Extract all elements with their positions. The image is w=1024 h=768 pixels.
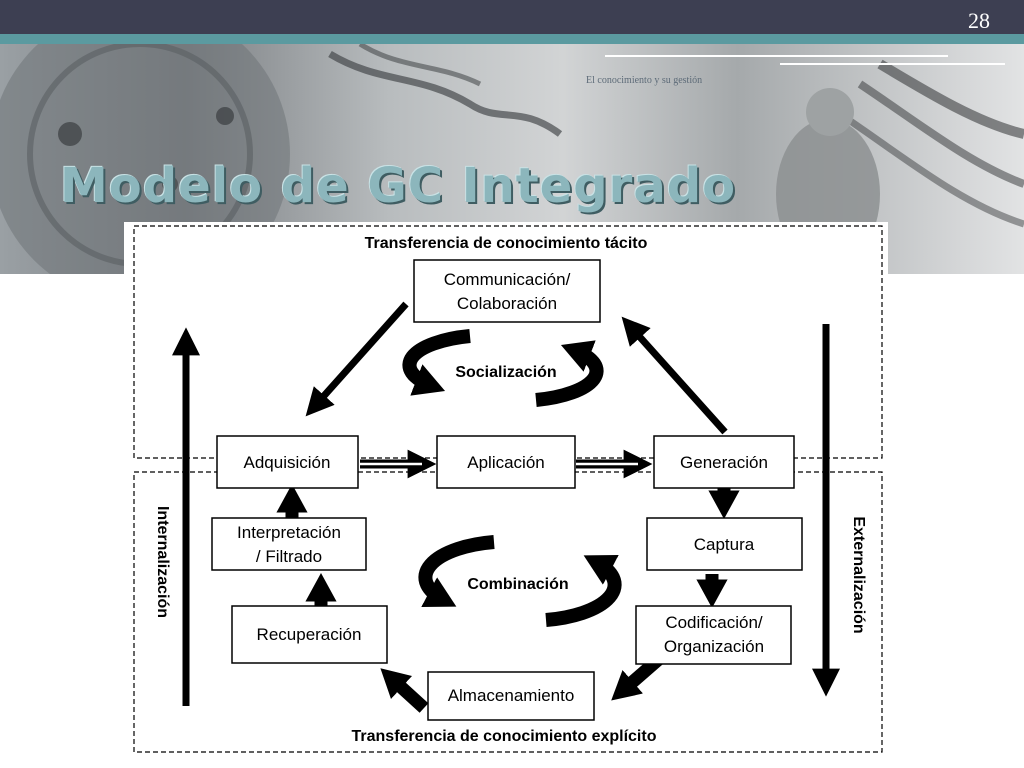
combination-label: Combinación: [467, 576, 568, 593]
svg-text:/ Filtrado: / Filtrado: [256, 547, 322, 566]
svg-text:Interpretación: Interpretación: [237, 523, 341, 542]
box-storage: Almacenamiento: [427, 671, 595, 721]
explicit-region: [133, 471, 883, 753]
knowledge-management-diagram: Transferencia de conocimiento tácito Tra…: [133, 225, 883, 753]
svg-text:Captura: Captura: [694, 535, 755, 554]
explicit-region-label: Transferencia de conocimiento explícito: [352, 728, 657, 745]
box-acquisition: Adquisición: [216, 435, 359, 489]
internalization-label: Internalización: [154, 506, 171, 618]
box-communication: Communicación/ Colaboración: [413, 259, 601, 323]
box-codification: Codificación/ Organización: [635, 605, 792, 665]
slide-number: 28: [968, 8, 990, 33]
arrow-communication-to-acquisition: [305, 301, 409, 417]
top-bar: [0, 0, 1024, 36]
svg-text:Communicación/: Communicación/: [444, 270, 571, 289]
svg-text:Colaboración: Colaboración: [457, 294, 557, 313]
svg-text:Codificación/: Codificación/: [665, 613, 763, 632]
socialization-cycle: [402, 329, 604, 407]
diagram-panel: Transferencia de conocimiento tácito Tra…: [124, 222, 888, 762]
svg-text:Generación: Generación: [680, 453, 768, 472]
combination-cycle: [418, 535, 622, 627]
svg-text:Almacenamiento: Almacenamiento: [448, 686, 575, 705]
svg-text:Recuperación: Recuperación: [257, 625, 362, 644]
tacit-region-label: Transferencia de conocimiento tácito: [365, 235, 648, 252]
slide-subtitle: El conocimiento y su gestión: [586, 75, 703, 86]
box-application: Aplicación: [436, 435, 576, 489]
externalization-label: Externalización: [850, 516, 867, 633]
socialization-label: Socialización: [455, 364, 556, 381]
arrow-storage-to-recovery: [380, 668, 429, 713]
slide-title: Modelo de GC Integrado: [60, 158, 737, 214]
svg-text:Aplicación: Aplicación: [467, 453, 545, 472]
svg-text:Adquisición: Adquisición: [244, 453, 331, 472]
svg-text:Organización: Organización: [664, 637, 764, 656]
box-generation: Generación: [653, 435, 795, 489]
accent-bar: [0, 34, 1024, 44]
arrow-generation-to-communication: [621, 316, 728, 435]
box-capture: Captura: [646, 517, 803, 571]
box-recovery: Recuperación: [231, 605, 388, 664]
box-interpretation: Interpretación / Filtrado: [211, 517, 367, 571]
